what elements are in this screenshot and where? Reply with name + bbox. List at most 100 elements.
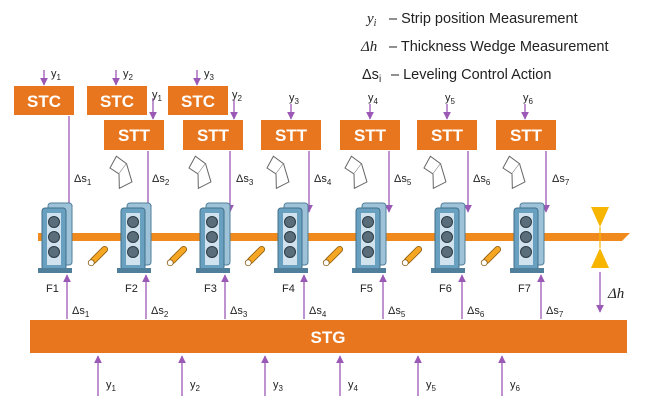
stt-block-2: y2 STT Δs3 — [183, 89, 254, 213]
stg-input: y1 — [94, 355, 117, 396]
stand-base — [117, 268, 151, 273]
input-label: y4 — [368, 92, 379, 106]
stt-box-label: STT — [275, 126, 308, 145]
stg-output: Δs7 — [537, 274, 564, 319]
stg-output: Δs6 — [458, 274, 485, 319]
stc1-output: Δs1 — [65, 116, 92, 213]
legend-text: – Strip position Measurement — [389, 11, 578, 27]
position-sensor-icon — [188, 155, 212, 190]
roll-icon — [127, 246, 139, 258]
ds-label: Δs6 — [473, 173, 491, 187]
ds-label: Δs2 — [151, 305, 169, 319]
mill-stand: F6 — [401, 155, 466, 295]
legend-symbol: Δh — [360, 39, 377, 55]
steel-strip — [38, 233, 593, 241]
stand-label: F5 — [360, 283, 373, 295]
roll-icon — [284, 231, 296, 243]
legend-symbol: Δsi — [362, 67, 381, 85]
roll-icon — [284, 246, 296, 258]
stand-base — [196, 268, 230, 273]
dh-label: Δh — [607, 286, 624, 302]
stc-box-label: STC — [100, 92, 134, 111]
stg-input: y2 — [178, 355, 201, 396]
stg-output: Δs2 — [142, 274, 169, 319]
ds-label: Δs4 — [309, 305, 327, 319]
stg-box — [30, 320, 627, 353]
input-label: y5 — [426, 379, 437, 393]
input-label: y2 — [190, 379, 201, 393]
roll-icon — [362, 231, 374, 243]
stand-label: F2 — [125, 283, 138, 295]
roll-icon — [206, 231, 218, 243]
stt-box — [261, 120, 321, 150]
stand-label: F4 — [282, 283, 295, 295]
gauge-upper-icon — [591, 207, 609, 227]
input-label: y1 — [106, 379, 117, 393]
stt-box-label: STT — [197, 126, 230, 145]
roll-icon — [284, 216, 296, 228]
stg-output: Δs1 — [63, 274, 90, 319]
stand-base — [274, 268, 308, 273]
stt-block-4: y4 STT Δs5 — [340, 92, 412, 213]
stc-block-2: y2 STC — [87, 68, 147, 115]
stg-output: Δs5 — [379, 274, 406, 319]
ds-label: Δs5 — [388, 305, 406, 319]
ds-label: Δs1 — [72, 305, 90, 319]
stg-input: y4 — [336, 355, 359, 396]
roll-icon — [48, 216, 60, 228]
stg-box-label: STG — [311, 328, 346, 347]
roll-icon — [127, 231, 139, 243]
stc-block-3: y3 STC — [168, 68, 228, 115]
input-label: y2 — [123, 68, 134, 82]
stand-label: F7 — [518, 283, 531, 295]
stt-block-1: y1 STT Δs2 — [104, 89, 170, 213]
stg-input: y6 — [498, 355, 521, 396]
looper-icon — [480, 245, 502, 267]
stt-box — [496, 120, 556, 150]
input-label: y6 — [523, 92, 534, 106]
ds-label: Δs3 — [230, 305, 248, 319]
gauge-lower-icon — [591, 248, 609, 268]
input-label: y3 — [273, 379, 284, 393]
mill-stand: F7 — [480, 155, 545, 295]
stt-box — [417, 120, 477, 150]
roll-icon — [48, 246, 60, 258]
roll-icon — [441, 246, 453, 258]
roll-icon — [362, 216, 374, 228]
stt-block-6: y6 STT Δs7 — [496, 92, 570, 213]
legend-text: – Thickness Wedge Measurement — [389, 39, 609, 55]
legend-text: – Leveling Control Action — [391, 67, 551, 83]
stand-label: F6 — [439, 283, 452, 295]
mill-stand: F2 — [87, 155, 152, 295]
legend-symbol: yi — [365, 11, 377, 29]
stc-box-label: STC — [27, 92, 61, 111]
stand-base — [352, 268, 386, 273]
roll-icon — [206, 216, 218, 228]
legend-item-y: yi – Strip position Measurement — [365, 11, 578, 29]
input-label: y1 — [51, 68, 62, 82]
stg-output: Δs4 — [300, 274, 327, 319]
stand-base — [510, 268, 544, 273]
input-label: y1 — [152, 89, 163, 103]
position-sensor-icon — [109, 155, 133, 190]
ds-label: Δs6 — [467, 305, 485, 319]
stc-box — [168, 86, 228, 115]
input-label: y2 — [232, 89, 243, 103]
thickness-gauge: Δh — [591, 207, 624, 313]
input-label: y4 — [348, 379, 359, 393]
stg-input: y3 — [261, 355, 284, 396]
mill-stand: F5 — [322, 155, 387, 295]
stg-outputs: Δs1 Δs2 Δs3 Δs4 Δs5 Δs6 Δs7 — [63, 274, 564, 319]
ds-label: Δs2 — [152, 173, 170, 187]
roll-icon — [520, 231, 532, 243]
roll-icon — [362, 246, 374, 258]
mill-stand: F4 — [244, 155, 309, 295]
stt-box — [340, 120, 400, 150]
legend-item-dh: Δh – Thickness Wedge Measurement — [360, 39, 609, 55]
input-label: y6 — [510, 379, 521, 393]
looper-icon — [322, 245, 344, 267]
stt-box-label: STT — [510, 126, 543, 145]
roll-icon — [441, 231, 453, 243]
mill-stand: F3 — [166, 155, 231, 295]
